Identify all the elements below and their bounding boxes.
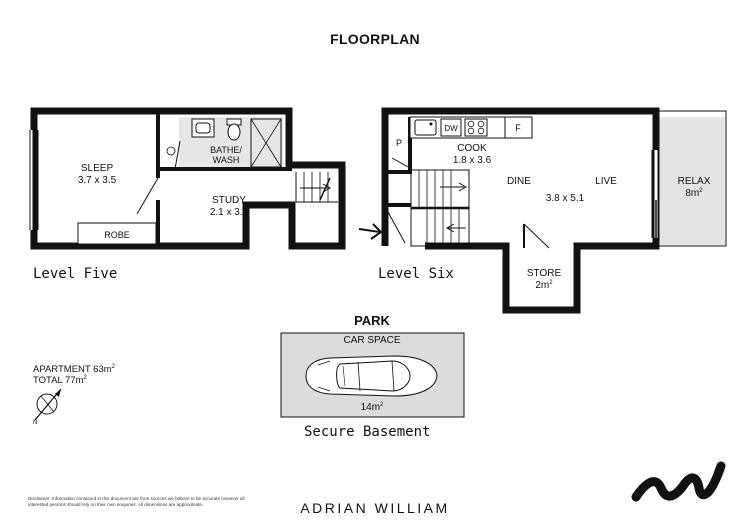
park-heading: PARK — [354, 313, 390, 328]
car-space-size-sup: 2 — [380, 402, 384, 408]
apartment-area-sup: 2 — [111, 364, 116, 370]
vanity — [191, 118, 215, 138]
room-study-name: STUDY — [212, 195, 246, 206]
page-title: FLOORPLAN — [330, 31, 420, 47]
apartment-area-value: APARTMENT 63m — [33, 364, 112, 375]
car-space-label: CAR SPACE — [343, 335, 401, 346]
room-pantry: P — [395, 138, 403, 148]
kitchen-sink — [414, 119, 437, 136]
relax-balcony — [654, 117, 725, 245]
robe-unit — [77, 222, 157, 245]
total-area-sup: 2 — [83, 375, 87, 381]
compass-icon: N — [33, 388, 62, 426]
brand-name: ADRIAN WILLIAM — [300, 500, 450, 516]
room-relax-name: RELAX — [677, 176, 711, 187]
level-six-label: Level Six — [378, 266, 454, 282]
brand-logo-icon — [631, 461, 726, 502]
room-relax-size: 8m — [685, 188, 700, 199]
room-bathe-line2: WASH — [212, 155, 240, 165]
total-area: TOTAL 77m2 — [33, 375, 115, 386]
fridge — [504, 116, 533, 139]
room-cook: COOK 1.8 x 3.6 — [453, 143, 491, 167]
room-cook-name: COOK — [457, 143, 487, 154]
bathroom-door — [174, 140, 181, 170]
level-six-stair — [410, 169, 470, 247]
room-study: STUDY 2.1 x 3.9 — [210, 195, 248, 219]
room-relax: RELAX 8m2 — [678, 176, 711, 200]
store-door — [523, 223, 550, 249]
dishwasher — [440, 118, 462, 137]
room-bathe: BATHE/ WASH — [210, 145, 242, 165]
room-study-size: 2.1 x 3.9 — [209, 207, 249, 218]
level-five-plan — [29, 107, 346, 250]
sleep-door — [136, 177, 159, 215]
room-dine: DINE — [507, 176, 531, 187]
room-relax-sup: 2 — [699, 188, 703, 194]
fridge-label: F — [515, 123, 521, 133]
svg-text:N: N — [33, 420, 37, 426]
cooktop — [464, 118, 488, 137]
room-sleep: SLEEP 3.7 x 3.5 — [78, 163, 116, 187]
entry-arrow-icon — [358, 228, 381, 233]
car-space-size: 14m2 — [361, 402, 384, 414]
car-icon — [305, 355, 438, 397]
level-six-walls — [381, 107, 660, 314]
level-five-walls — [30, 107, 346, 250]
apartment-area: APARTMENT 63m2 — [33, 364, 115, 375]
car-space-size-value: 14m — [360, 402, 381, 413]
disclaimer-text: Disclaimer: Information contained in thi… — [28, 496, 245, 507]
basement-label: Secure Basement — [304, 424, 431, 440]
dishwasher-label: DW — [444, 124, 458, 133]
room-store-size: 2m — [535, 280, 550, 291]
room-robe: ROBE — [104, 230, 130, 240]
room-store-name: STORE — [526, 268, 562, 279]
area-summary: APARTMENT 63m2 TOTAL 77m2 — [33, 364, 115, 386]
level-five-stair — [295, 172, 338, 203]
room-cook-size: 1.8 x 3.6 — [452, 155, 492, 166]
room-store-sup: 2 — [549, 280, 553, 286]
level-six-plan — [358, 107, 727, 314]
basement-parking — [280, 332, 465, 418]
room-store: STORE 2m2 — [527, 268, 561, 292]
level-five-label: Level Five — [33, 266, 118, 282]
room-bathe-line1: BATHE/ — [210, 145, 242, 155]
total-area-value: TOTAL 77m — [33, 375, 84, 386]
room-dine-live-size: 3.8 x 5.1 — [545, 193, 585, 204]
room-sleep-name: SLEEP — [80, 163, 114, 174]
room-sleep-size: 3.7 x 3.5 — [77, 175, 117, 186]
room-live: LIVE — [595, 176, 617, 187]
